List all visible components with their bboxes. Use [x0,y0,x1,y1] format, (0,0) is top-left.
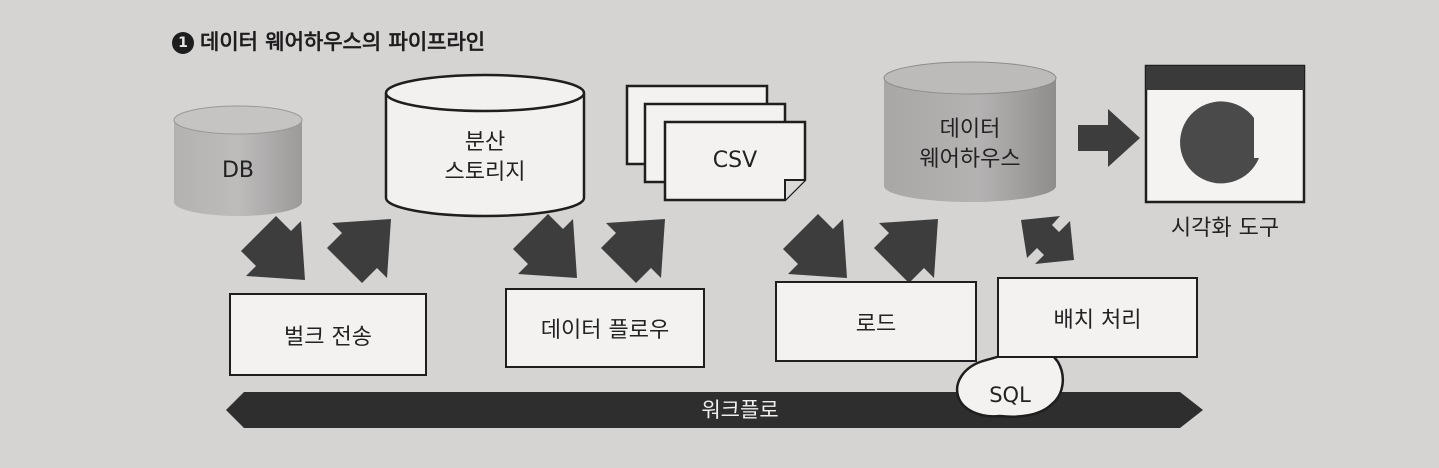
arrow-load-to-warehouse-icon [874,219,938,283]
step-number-badge: 1 [172,32,194,54]
storage-label-line2: 스토리지 [444,160,526,185]
pie-chart-icon [1180,101,1259,184]
csv-label: CSV [712,148,758,173]
viz-tool-window-icon [1144,64,1306,204]
load-label: 로드 [855,311,897,337]
data-flow-label: 데이터 플로우 [540,318,670,343]
arrow-warehouse-to-viz-icon [1078,109,1140,167]
distributed-storage-cylinder-icon [384,73,586,218]
arrow-csv-to-load-icon [783,214,847,278]
data-flow-box: 데이터 플로우 [505,288,705,368]
flow-arrows [241,109,1140,283]
csv-documents-icon [625,84,807,202]
batch-processing-label: 배치 처리 [1053,307,1142,333]
batch-processing-box: 배치 처리 [997,277,1198,358]
warehouse-cylinder-icon [883,61,1057,202]
arrow-warehouse-batch-icon [1021,216,1074,264]
warehouse-label-line2: 웨어하우스 [919,147,1021,172]
arrow-storage-to-dataflow-icon [513,214,577,278]
viz-tool-label: 시각화 도구 [1170,216,1280,241]
db-label: DB [221,158,255,183]
arrow-dataflow-to-csv-icon [601,219,665,283]
arrow-db-to-bulk-icon [241,216,305,280]
db-cylinder-icon [173,105,303,216]
bulk-transfer-label: 벌크 전송 [284,324,372,350]
load-box: 로드 [775,281,977,362]
warehouse-label-line1: 데이터 [939,117,1001,142]
arrow-bulk-to-storage-icon [327,219,391,283]
page-title-text: 데이터 웨어하우스의 파이프라인 [200,30,486,54]
storage-label-line1: 분산 [464,130,506,155]
bulk-transfer-box: 벌크 전송 [229,293,427,376]
workflow-label: 워크플로 [701,398,779,422]
page-title: 1 데이터 웨어하우스의 파이프라인 [172,26,485,56]
sql-label: SQL [989,383,1031,407]
